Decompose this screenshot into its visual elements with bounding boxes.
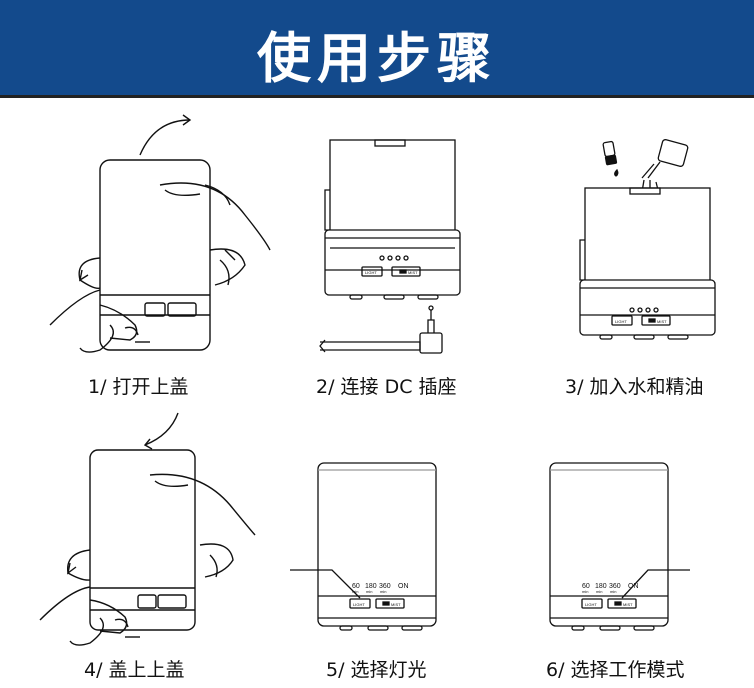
step-5-timer-60-unit: min xyxy=(352,589,358,594)
step-3-caption: 3/ 加入水和精油 xyxy=(565,376,704,398)
step-5-illustration: 60 min 180 min 360 min ON LIGHT MIST xyxy=(290,460,450,635)
step-5-timer-180-unit: min xyxy=(366,589,372,594)
step-6-light-label: LIGHT xyxy=(585,602,597,607)
step-6-timer-360-unit: min xyxy=(610,589,616,594)
step-4-illustration xyxy=(30,405,270,655)
step-6-illustration: 60 min 180 min 360 min ON LIGHT MIST xyxy=(540,460,705,635)
step-5-caption: 5/ 选择灯光 xyxy=(326,659,427,681)
page-title: 使用步骤 xyxy=(257,27,497,90)
step-5-on-label: ON xyxy=(398,583,409,590)
step-5-mist-label: MIST xyxy=(391,602,401,607)
step-2-illustration: LIGHT MIST xyxy=(310,130,470,360)
step-4-caption: 4/ 盖上上盖 xyxy=(84,659,185,681)
step-6-mist-label: MIST xyxy=(623,602,633,607)
step-5-timer-60: 60 xyxy=(352,583,360,590)
step-6-timer-60: 60 xyxy=(582,583,590,590)
step-6-timer-180: 180 xyxy=(595,583,607,590)
step-5-light-label: LIGHT xyxy=(353,602,365,607)
step-6-timer-180-unit: min xyxy=(596,589,602,594)
step-1-caption: 1/ 打开上盖 xyxy=(88,376,189,398)
step-5-timer-360-unit: min xyxy=(380,589,386,594)
step-2-caption: 2/ 连接 DC 插座 xyxy=(316,376,457,398)
step-6-timer-60-unit: min xyxy=(582,589,588,594)
step-3-illustration: LIGHT MIST xyxy=(570,130,730,360)
step-5-timer-360: 360 xyxy=(379,583,391,590)
step-3-light-label: LIGHT xyxy=(615,319,627,324)
step-1-illustration xyxy=(40,110,280,360)
step-6-caption: 6/ 选择工作模式 xyxy=(546,659,685,681)
step-5-timer-180: 180 xyxy=(365,583,377,590)
step-2-mist-label: MIST xyxy=(408,270,418,275)
header-banner: 使用步骤 xyxy=(0,0,754,98)
step-2-light-label: LIGHT xyxy=(365,270,377,275)
step-3-mist-label: MIST xyxy=(657,319,667,324)
step-6-timer-360: 360 xyxy=(609,583,621,590)
